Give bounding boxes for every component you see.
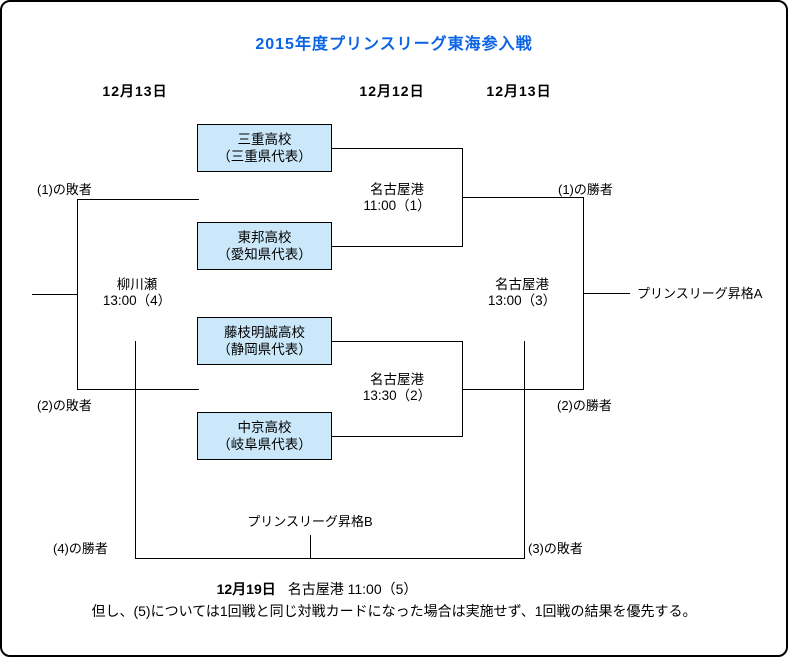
team-box-toho: 東邦高校 （愛知県代表）: [197, 222, 332, 270]
match4-bracket-line: [77, 199, 78, 390]
match2-time: 13:30（2）: [362, 388, 432, 403]
match4-bottom-line: [77, 389, 199, 390]
match2-top-line: [332, 341, 462, 342]
match3-label: 名古屋港 13:00（3）: [488, 277, 556, 309]
match5-right-line: [524, 341, 525, 559]
date-header-round1-left: 12月13日: [102, 83, 168, 99]
match5-venue-time: 名古屋港 11:00（5）: [287, 581, 418, 597]
match2-label: 名古屋港 13:30（2）: [363, 372, 431, 404]
footnote: 但し、(5)については1回戦と同じ対戦カードになった場合は実施せず、1回戦の結果…: [91, 603, 697, 619]
label-promotion-a: プリンスリーグ昇格A: [637, 286, 763, 301]
team-prefecture: （岐阜県代表）: [217, 437, 312, 452]
match3-winner-line: [583, 293, 630, 294]
team-box-chukyo: 中京高校 （岐阜県代表）: [197, 412, 332, 460]
match5-left-line: [135, 341, 136, 559]
match5-date: 12月19日: [216, 581, 276, 597]
team-name: 中京高校: [237, 420, 292, 435]
match4-winner-line: [32, 294, 77, 295]
team-name: 東邦高校: [237, 230, 292, 245]
match1-bottom-line: [332, 246, 462, 247]
match3-time: 13:00（3）: [487, 293, 557, 308]
label-winner1: (1)の勝者: [558, 182, 613, 197]
date-header-final: 12月13日: [486, 83, 552, 99]
match2-bottom-line: [332, 436, 462, 437]
match4-time: 13:00（4）: [102, 293, 172, 308]
team-name: 藤枝明誠高校: [224, 325, 305, 340]
team-prefecture: （三重県代表）: [217, 149, 312, 164]
match3-venue: 名古屋港: [494, 277, 549, 292]
match1-venue: 名古屋港: [369, 182, 424, 197]
match1-label: 名古屋港 11:00（1）: [363, 182, 430, 214]
match5-bottom-line: [135, 558, 525, 559]
match1-top-line: [332, 148, 462, 149]
page-title: 2015年度プリンスリーグ東海参入戦: [255, 36, 533, 53]
match2-winner-line: [462, 389, 583, 390]
promotion-b-connector-line: [310, 535, 311, 559]
match4-top-line: [77, 199, 199, 200]
match4-label: 柳川瀬 13:00（4）: [103, 277, 171, 309]
label-promotion-b: プリンスリーグ昇格B: [247, 514, 373, 529]
label-loser3: (3)の敗者: [528, 541, 583, 556]
team-prefecture: （静岡県代表）: [217, 342, 312, 357]
match1-time: 11:00（1）: [363, 198, 431, 213]
label-loser2: (2)の敗者: [37, 398, 92, 413]
team-box-mie: 三重高校 （三重県代表）: [197, 124, 332, 172]
label-winner4: (4)の勝者: [53, 541, 108, 556]
label-winner2: (2)の勝者: [557, 398, 612, 413]
match2-venue: 名古屋港: [369, 372, 424, 387]
team-box-fujieda-meisei: 藤枝明誠高校 （静岡県代表）: [197, 317, 332, 365]
date-header-round1-right: 12月12日: [359, 83, 425, 99]
team-prefecture: （愛知県代表）: [217, 247, 312, 262]
label-loser1: (1)の敗者: [37, 182, 92, 197]
match1-winner-line: [462, 197, 583, 198]
team-name: 三重高校: [237, 132, 292, 147]
match5-label: 12月19日名古屋港 11:00（5）: [217, 579, 418, 599]
match4-venue: 柳川瀬: [116, 277, 158, 292]
